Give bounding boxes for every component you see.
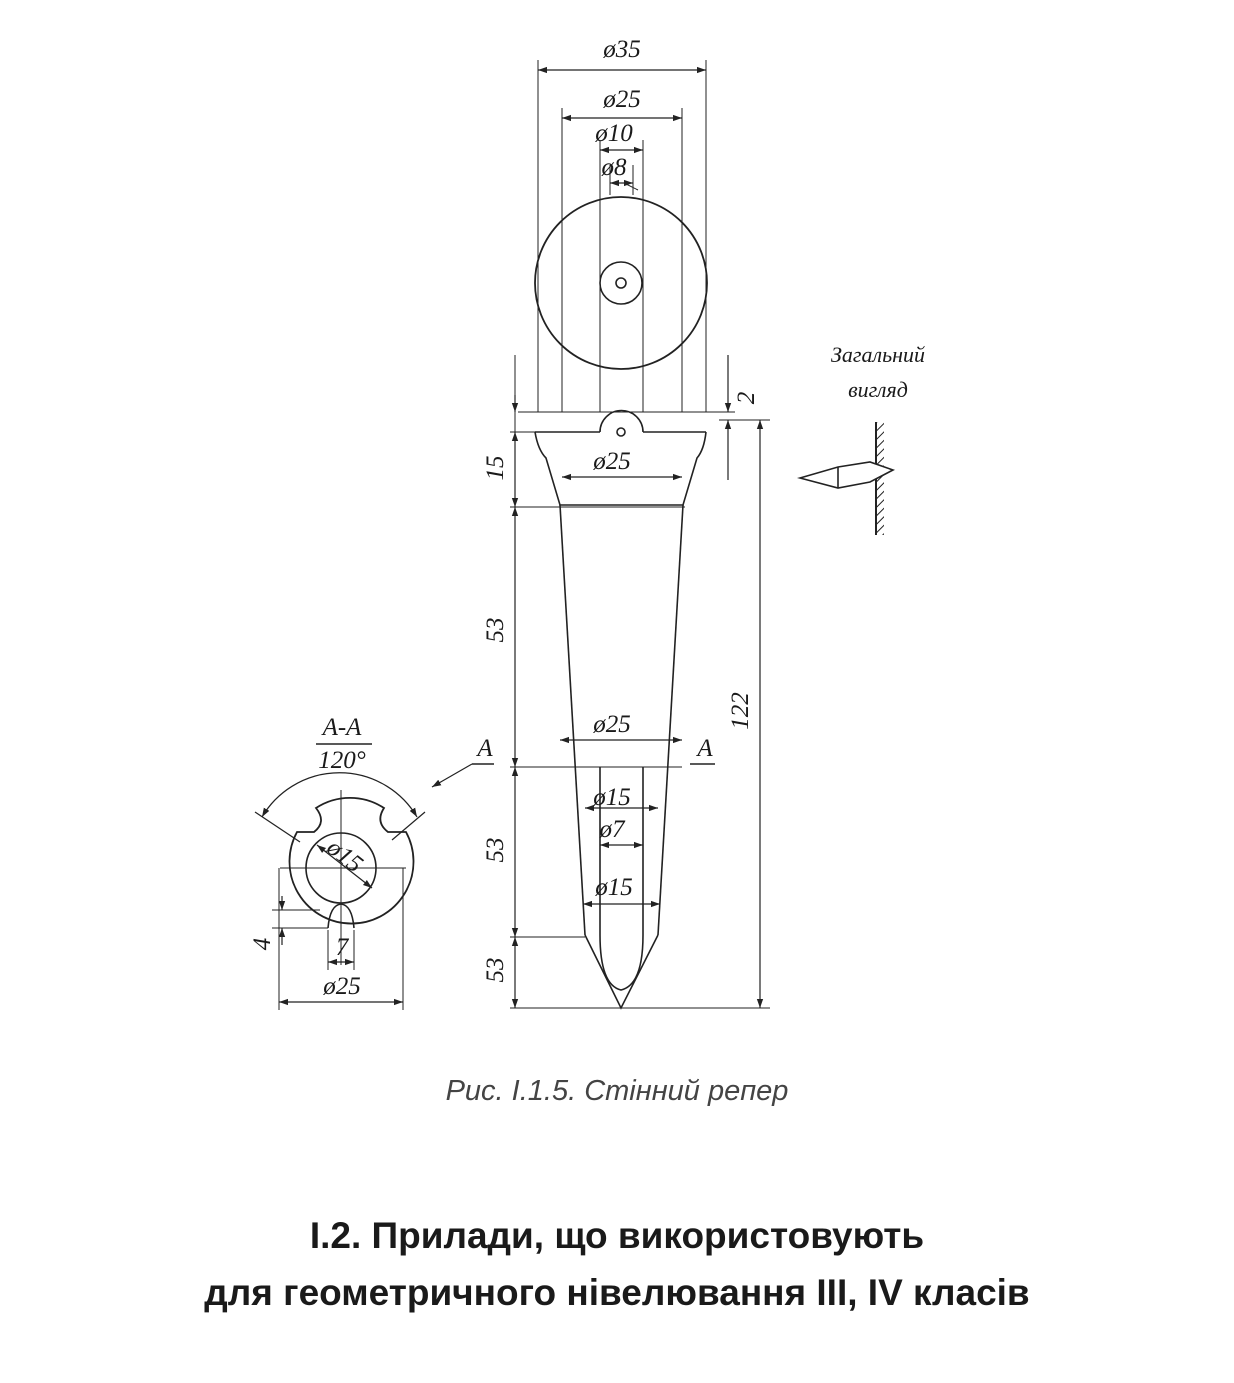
dim-d8: ø8 bbox=[601, 154, 628, 181]
dim-53-a: 53 bbox=[482, 618, 509, 643]
section-dim-7: 7 bbox=[336, 934, 350, 961]
heading-line-1: І.2. Прилади, що використовують bbox=[309, 1215, 925, 1256]
dim-122: 122 bbox=[727, 692, 754, 730]
section-dim-d25: ø25 bbox=[322, 973, 361, 1000]
section-scale: 120° bbox=[318, 747, 366, 774]
view-label-line1: Загальний bbox=[831, 342, 925, 367]
section-heading: І.2. Прилади, що використовують для геом… bbox=[0, 1207, 1234, 1321]
dim-15: 15 bbox=[482, 456, 509, 481]
view-label-line2: вигляд bbox=[848, 377, 908, 402]
figure-caption: Рис. І.1.5. Стінний репер bbox=[445, 1075, 789, 1107]
head-disk bbox=[534, 196, 708, 370]
dim-d25-mid: ø25 bbox=[592, 448, 631, 475]
dim-53-b: 53 bbox=[482, 838, 509, 863]
dim-d10: ø10 bbox=[594, 120, 633, 147]
collar bbox=[534, 431, 707, 506]
section-marker-left: A bbox=[475, 735, 493, 762]
pin-point bbox=[584, 934, 659, 1010]
dim-53-c: 53 bbox=[482, 958, 509, 983]
section-marker-right: A bbox=[695, 735, 713, 762]
heading-line-2: для геометричного нівелювання ІІІ, ІV кл… bbox=[204, 1272, 1030, 1313]
section-a-a bbox=[288, 797, 415, 925]
dim-d7: ø7 bbox=[599, 816, 627, 843]
benchmark-drawing: ø35 ø25 ø10 ø8 2 15 ø25 53 122 ø25 ø15 ø… bbox=[249, 36, 925, 1010]
dim-d15-b: ø15 bbox=[594, 874, 633, 901]
dim-d35: ø35 bbox=[602, 36, 641, 63]
dim-d25-low: ø25 bbox=[592, 711, 631, 738]
dim-d25-top: ø25 bbox=[602, 86, 641, 113]
dim-d15-a: ø15 bbox=[592, 784, 631, 811]
section-title: A-A bbox=[321, 714, 363, 741]
section-dim-4: 4 bbox=[249, 938, 276, 951]
section-dim-d15: ø15 bbox=[321, 833, 368, 878]
dim-2: 2 bbox=[733, 392, 760, 405]
